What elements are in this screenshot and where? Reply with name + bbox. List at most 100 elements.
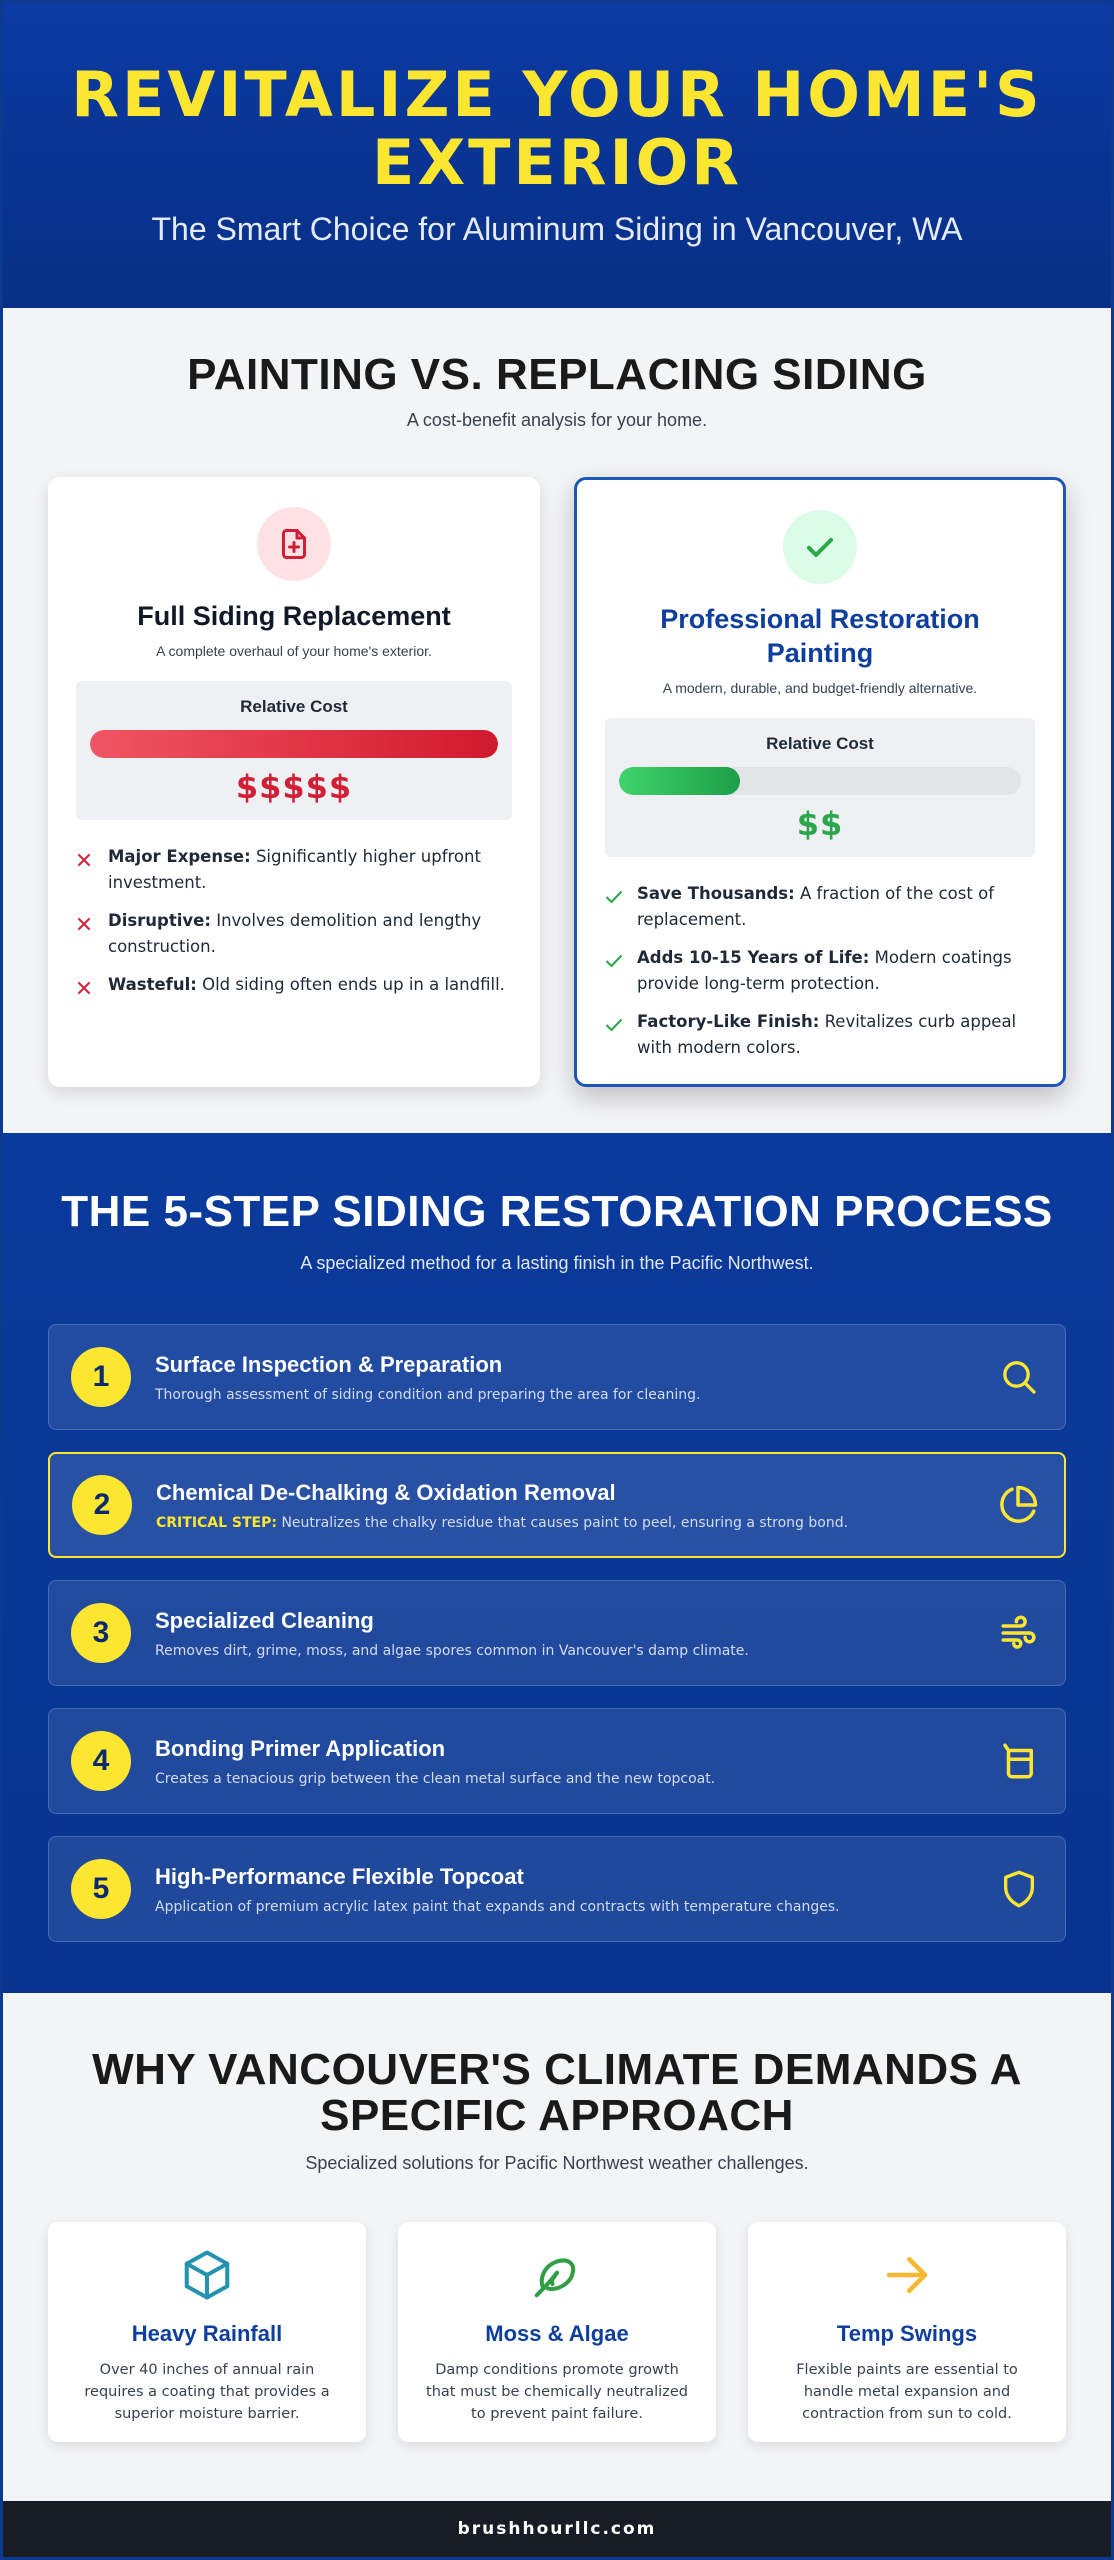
pie-chart-icon: [994, 1484, 1042, 1526]
step-number: 5: [71, 1859, 131, 1919]
climate-title: WHY VANCOUVER'S CLIMATE DEMANDS A SPECIF…: [92, 2045, 1022, 2140]
step-number: 1: [71, 1347, 131, 1407]
replacement-card: Full Siding Replacement A complete overh…: [48, 477, 540, 1087]
climate-subtitle: Specialized solutions for Pacific Northw…: [305, 2153, 809, 2173]
step-number: 4: [71, 1731, 131, 1791]
cost-bar-fill: [619, 767, 740, 795]
check-icon: [605, 881, 637, 933]
x-mark-icon: [76, 844, 108, 896]
point-text: Old siding often ends up in a landfill.: [202, 975, 505, 994]
list-item: Wasteful: Old siding often ends up in a …: [76, 972, 512, 1004]
replacement-description: A complete overhaul of your home's exter…: [156, 643, 432, 659]
comparison-cards: Full Siding Replacement A complete overh…: [3, 477, 1111, 1087]
hero-section: REVITALIZE YOUR HOME'S EXTERIOR The Smar…: [3, 3, 1111, 308]
climate-card-description: Flexible paints are essential to handle …: [796, 2362, 1018, 2422]
step-description: Neutralizes the chalky residue that caus…: [281, 1514, 849, 1531]
check-icon: [605, 945, 637, 997]
list-item: Disruptive: Involves demolition and leng…: [76, 908, 512, 960]
point-title: Major Expense:: [108, 847, 251, 866]
footer: brushhourllc.com: [3, 2501, 1111, 2557]
restoration-points: Save Thousands: A fraction of the cost o…: [605, 881, 1035, 1061]
restoration-title: Professional Restoration Painting: [660, 604, 980, 668]
step-description: Application of premium acrylic latex pai…: [155, 1898, 840, 1915]
cube-icon: [180, 2250, 234, 2306]
replacement-title: Full Siding Replacement: [137, 601, 451, 631]
document-plus-icon: [257, 507, 331, 581]
step-title: Bonding Primer Application: [155, 1735, 446, 1761]
replacement-cost-box: Relative Cost $$$$$: [76, 681, 512, 820]
comparison-subtitle: A cost-benefit analysis for your home.: [406, 410, 708, 430]
point-title: Factory-Like Finish:: [637, 1012, 820, 1031]
list-item: Factory-Like Finish: Revitalizes curb ap…: [605, 1009, 1035, 1061]
leaf-icon: [530, 2258, 584, 2306]
process-step-3: 3 Specialized Cleaning Removes dirt, gri…: [48, 1580, 1066, 1686]
process-section: THE 5-STEP SIDING RESTORATION PROCESS A …: [3, 1133, 1111, 1993]
process-title: THE 5-STEP SIDING RESTORATION PROCESS: [61, 1187, 1053, 1236]
cost-bar-track: [90, 730, 498, 758]
cost-value: $$: [796, 805, 844, 843]
list-item: Save Thousands: A fraction of the cost o…: [605, 881, 1035, 933]
process-subtitle: A specialized method for a lasting finis…: [300, 1253, 814, 1273]
hero-title: REVITALIZE YOUR HOME'S EXTERIOR: [71, 58, 1043, 199]
step-title: Chemical De-Chalking & Oxidation Removal: [156, 1479, 616, 1505]
cost-label: Relative Cost: [240, 697, 348, 716]
cost-bar-fill: [90, 730, 498, 758]
restoration-card: Professional Restoration Painting A mode…: [574, 477, 1066, 1087]
list-item: Adds 10-15 Years of Life: Modern coating…: [605, 945, 1035, 997]
shield-icon: [995, 1869, 1043, 1909]
climate-card-temp: Temp Swings Flexible paints are essentia…: [748, 2222, 1066, 2442]
step-description: Removes dirt, grime, moss, and algae spo…: [155, 1642, 749, 1659]
checkmark-icon: [783, 510, 857, 584]
point-title: Adds 10-15 Years of Life:: [637, 948, 870, 967]
climate-card-description: Over 40 inches of annual rain requires a…: [84, 2362, 330, 2422]
step-title: Surface Inspection & Preparation: [155, 1351, 503, 1377]
x-mark-icon: [76, 908, 108, 960]
check-icon: [605, 1009, 637, 1061]
process-step-5: 5 High-Performance Flexible Topcoat Appl…: [48, 1836, 1066, 1942]
step-title: High-Performance Flexible Topcoat: [155, 1863, 524, 1889]
arrow-right-icon: [880, 2257, 934, 2306]
footer-link[interactable]: brushhourllc.com: [457, 2519, 657, 2539]
step-number: 2: [72, 1475, 132, 1535]
restoration-cost-box: Relative Cost $$: [605, 718, 1035, 857]
climate-card-moss: Moss & Algae Damp conditions promote gro…: [398, 2222, 716, 2442]
replacement-points: Major Expense: Significantly higher upfr…: [76, 844, 512, 1004]
climate-card-title: Heavy Rainfall: [131, 2321, 283, 2346]
cost-bar-track: [619, 767, 1021, 795]
point-text: A fraction of the cost of replacement.: [637, 884, 994, 929]
step-number: 3: [71, 1603, 131, 1663]
paint-bucket-icon: [995, 1740, 1043, 1782]
restoration-description: A modern, durable, and budget-friendly a…: [662, 680, 978, 696]
list-item: Major Expense: Significantly higher upfr…: [76, 844, 512, 896]
climate-card-title: Temp Swings: [836, 2321, 978, 2346]
search-icon: [995, 1357, 1043, 1397]
climate-section: WHY VANCOUVER'S CLIMATE DEMANDS A SPECIF…: [3, 1993, 1111, 2501]
point-title: Disruptive:: [108, 911, 211, 930]
point-text: Significantly higher upfront investment.: [108, 847, 481, 892]
cost-label: Relative Cost: [766, 734, 874, 753]
process-step-1: 1 Surface Inspection & Preparation Thoro…: [48, 1324, 1066, 1430]
step-description: Thorough assessment of siding condition …: [155, 1386, 701, 1403]
process-steps: 1 Surface Inspection & Preparation Thoro…: [3, 1324, 1111, 1942]
wind-icon: [995, 1612, 1043, 1654]
point-title: Save Thousands:: [637, 884, 795, 903]
hero-subtitle: The Smart Choice for Aluminum Siding in …: [151, 211, 963, 247]
climate-card-title: Moss & Algae: [485, 2321, 629, 2346]
step-critical-label: CRITICAL STEP:: [156, 1514, 277, 1531]
climate-card-description: Damp conditions promote growth that must…: [426, 2362, 688, 2422]
comparison-section: PAINTING VS. REPLACING SIDING A cost-ben…: [3, 308, 1111, 1133]
step-description: Creates a tenacious grip between the cle…: [155, 1770, 716, 1787]
point-text: Involves demolition and lengthy construc…: [108, 911, 482, 956]
point-text: Modern coatings provide long-term protec…: [637, 948, 1012, 993]
point-text: Revitalizes curb appeal with modern colo…: [637, 1012, 1017, 1057]
climate-card-rainfall: Heavy Rainfall Over 40 inches of annual …: [48, 2222, 366, 2442]
cost-value: $$$$$: [235, 768, 353, 806]
comparison-title: PAINTING VS. REPLACING SIDING: [187, 350, 927, 399]
step-title: Specialized Cleaning: [155, 1607, 374, 1633]
process-step-4: 4 Bonding Primer Application Creates a t…: [48, 1708, 1066, 1814]
climate-cards: Heavy Rainfall Over 40 inches of annual …: [3, 2222, 1111, 2442]
point-title: Wasteful:: [108, 975, 197, 994]
process-step-2: 2 Chemical De-Chalking & Oxidation Remov…: [48, 1452, 1066, 1558]
x-mark-icon: [76, 972, 108, 1004]
